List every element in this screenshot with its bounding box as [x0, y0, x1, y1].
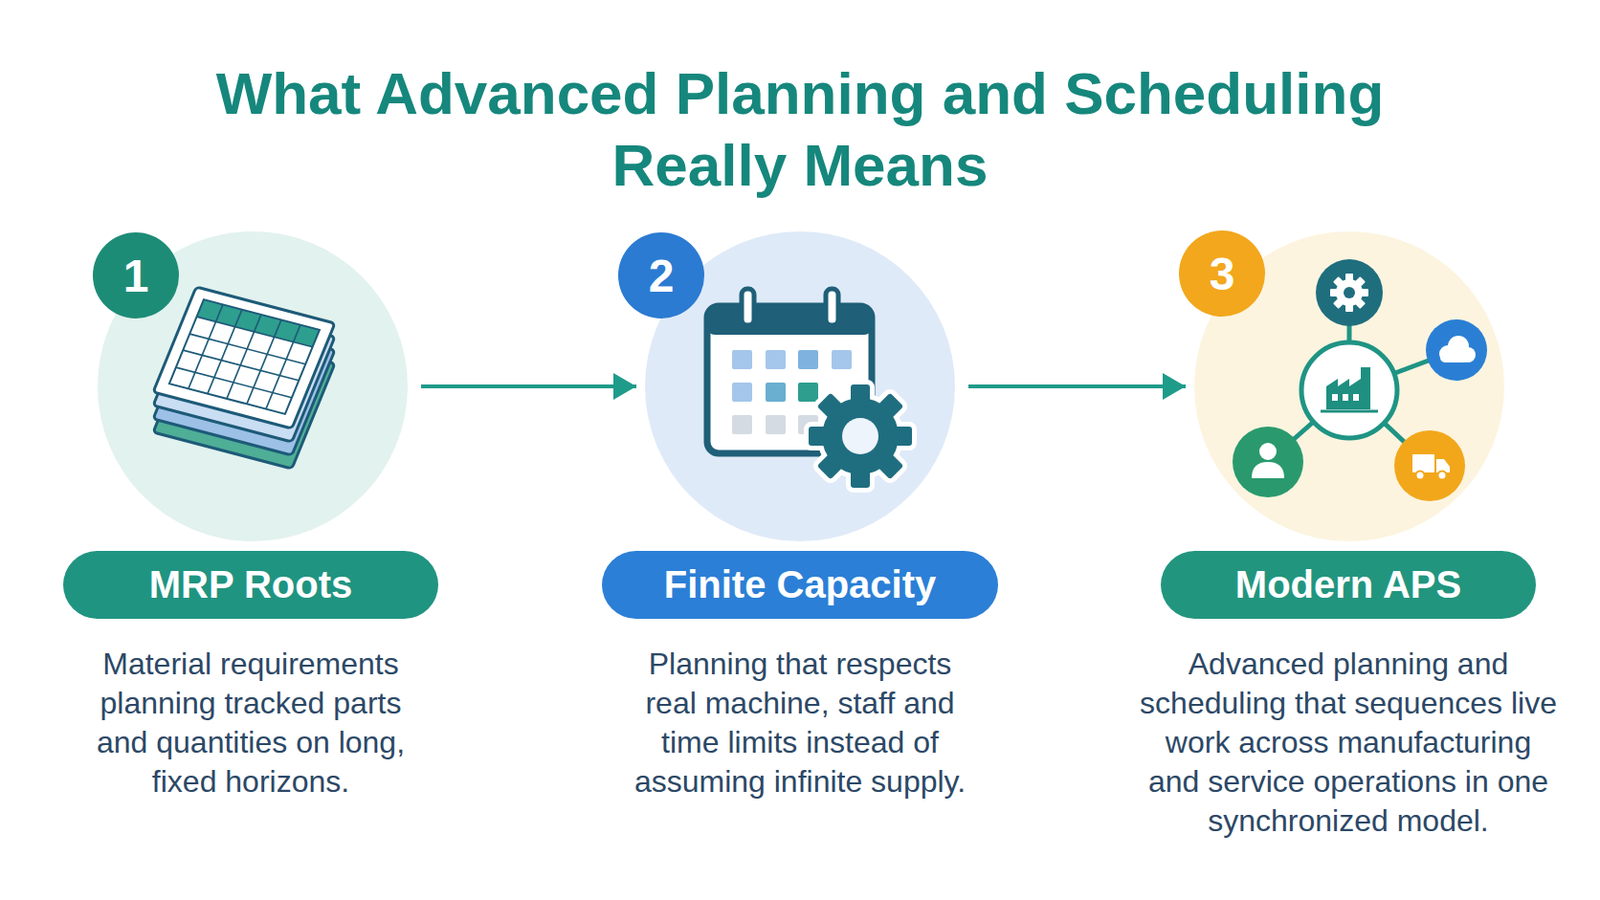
step-circle: 1	[97, 231, 408, 542]
step-circle: 3	[1194, 231, 1505, 542]
step-number: 1	[92, 232, 179, 319]
step-pill: Modern APSAdvanced planning and scheduli…	[1160, 551, 1536, 620]
step-heading: Finite Capacity	[664, 563, 937, 607]
diagram-title: What Advanced Planning and Scheduling Re…	[139, 57, 1461, 201]
step-heading: MRP Roots	[149, 563, 354, 607]
step-heading: Modern APS	[1235, 563, 1462, 607]
step-description: Planning that respects real machine, sta…	[625, 644, 976, 802]
step-description: Material requirements planning tracked p…	[76, 644, 426, 802]
step-description: Advanced planning and scheduling that se…	[1137, 644, 1559, 842]
step-pill: Finite CapacityPlanning that respects re…	[601, 551, 999, 620]
step-number: 2	[618, 232, 705, 319]
step-number: 3	[1178, 230, 1266, 317]
step-pill: MRP RootsMaterial requirements planning …	[63, 551, 439, 620]
flow-arrow	[421, 384, 637, 389]
flow-arrow	[968, 384, 1186, 389]
step-circle: 2	[644, 231, 956, 542]
